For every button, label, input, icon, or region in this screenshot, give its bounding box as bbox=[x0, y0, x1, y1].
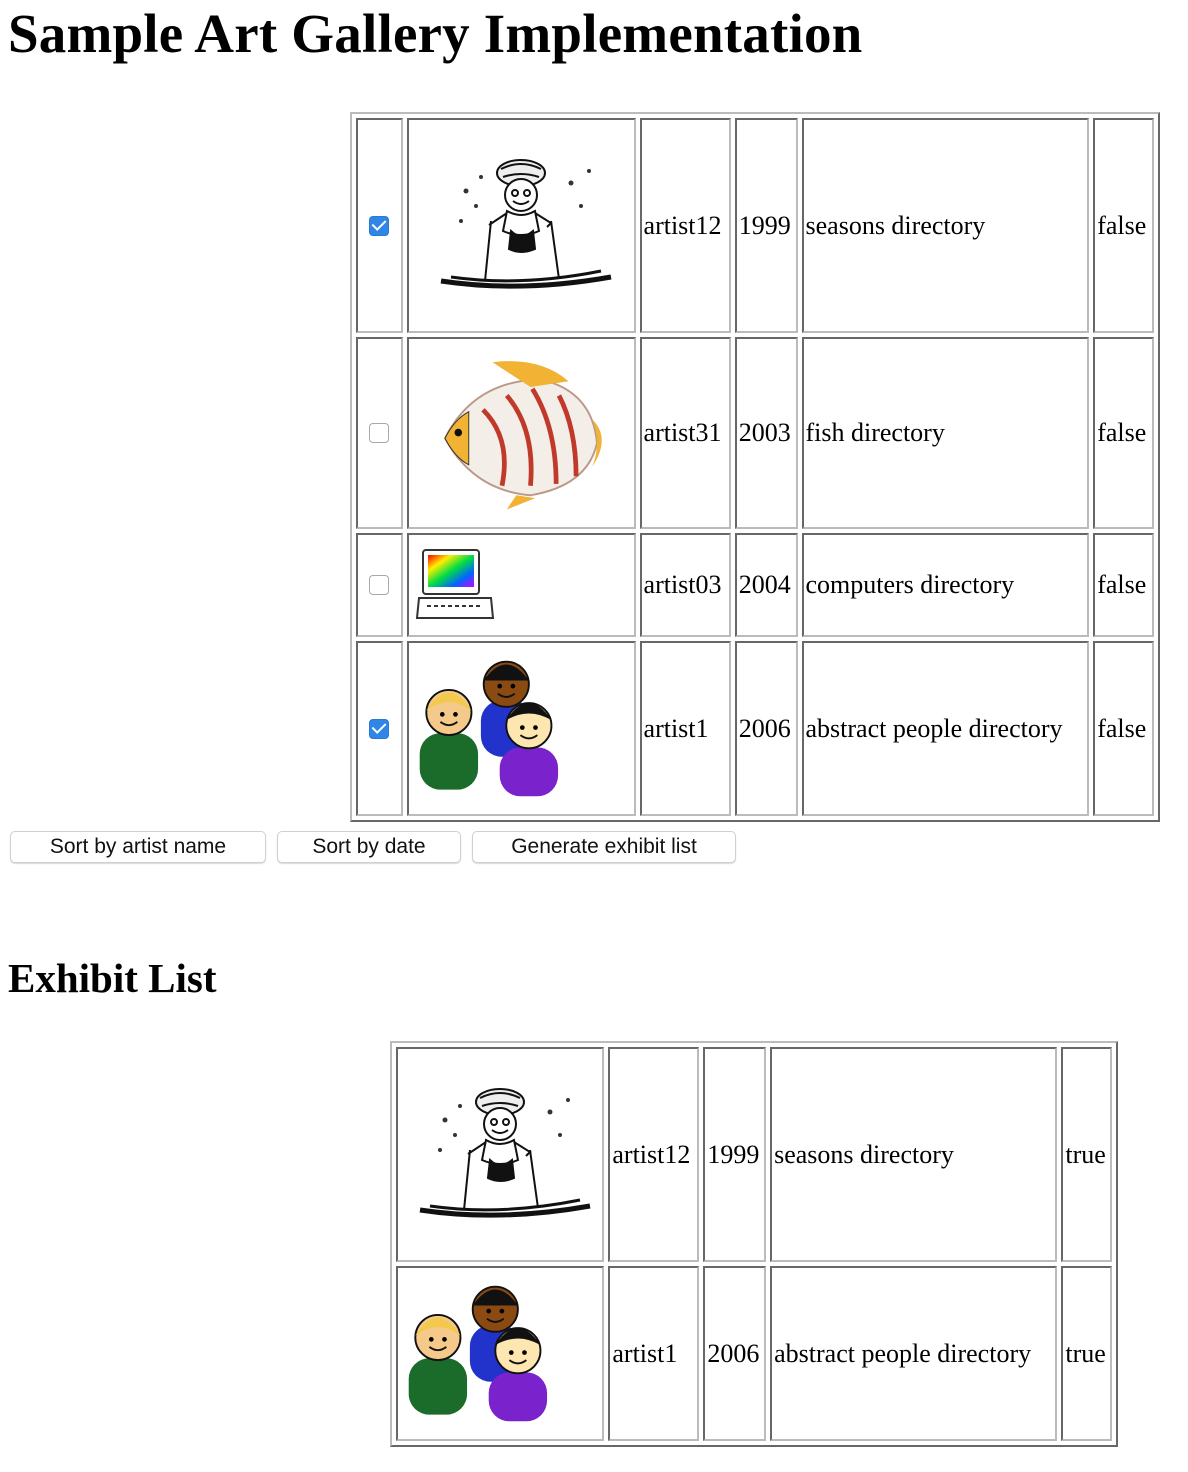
directory-cell: fish directory bbox=[801, 337, 1090, 529]
flag-cell: true bbox=[1061, 1047, 1112, 1262]
directory-cell: seasons directory bbox=[770, 1047, 1058, 1262]
flag-cell: false bbox=[1093, 337, 1154, 529]
artwork-cell bbox=[406, 118, 636, 333]
artwork-cell bbox=[406, 641, 636, 816]
sort-by-artist-button[interactable]: Sort by artist name bbox=[10, 831, 266, 863]
snowman-skier-image bbox=[400, 1080, 600, 1230]
table-row: artist31 2003 fish directory false bbox=[356, 337, 1154, 529]
table-row: artist12 1999 seasons directory true bbox=[396, 1047, 1112, 1262]
page-title: Sample Art Gallery Implementation bbox=[8, 3, 863, 64]
snowman-skier-image bbox=[421, 151, 621, 301]
artwork-cell bbox=[396, 1047, 605, 1262]
flag-cell: false bbox=[1093, 118, 1154, 333]
year-cell: 2004 bbox=[734, 533, 798, 637]
people-group-image bbox=[404, 1281, 564, 1426]
artist-cell: artist12 bbox=[639, 118, 731, 333]
row-checkbox[interactable] bbox=[369, 575, 390, 595]
directory-cell: abstract people directory bbox=[801, 641, 1090, 816]
artist-cell: artist31 bbox=[639, 337, 731, 529]
gallery-table: artist12 1999 seasons directory false ar… bbox=[350, 112, 1160, 822]
flag-cell: true bbox=[1061, 1266, 1112, 1441]
directory-cell: computers directory bbox=[801, 533, 1090, 637]
artwork-cell bbox=[396, 1266, 605, 1441]
generate-exhibit-list-button[interactable]: Generate exhibit list bbox=[472, 831, 736, 863]
year-cell: 1999 bbox=[734, 118, 798, 333]
flag-cell: false bbox=[1093, 533, 1154, 637]
table-row: artist12 1999 seasons directory false bbox=[356, 118, 1154, 333]
artwork-cell bbox=[406, 533, 636, 637]
artist-cell: artist03 bbox=[639, 533, 731, 637]
artwork-cell bbox=[406, 337, 636, 529]
artist-cell: artist1 bbox=[639, 641, 731, 816]
butterflyfish-image bbox=[426, 351, 616, 516]
select-cell[interactable] bbox=[356, 533, 403, 637]
year-cell: 1999 bbox=[703, 1047, 767, 1262]
exhibit-list-heading: Exhibit List bbox=[8, 955, 217, 1001]
directory-cell: abstract people directory bbox=[770, 1266, 1058, 1441]
directory-cell: seasons directory bbox=[801, 118, 1090, 333]
year-cell: 2003 bbox=[734, 337, 798, 529]
table-row: artist1 2006 abstract people directory f… bbox=[356, 641, 1154, 816]
row-checkbox[interactable] bbox=[369, 215, 390, 236]
people-group-image bbox=[415, 656, 575, 801]
year-cell: 2006 bbox=[734, 641, 798, 816]
exhibit-table: artist12 1999 seasons directory true art… bbox=[390, 1041, 1118, 1447]
row-checkbox[interactable] bbox=[369, 718, 390, 739]
year-cell: 2006 bbox=[703, 1266, 767, 1441]
sort-by-date-button[interactable]: Sort by date bbox=[277, 831, 461, 863]
artist-cell: artist12 bbox=[608, 1047, 700, 1262]
table-row: artist03 2004 computers directory false bbox=[356, 533, 1154, 637]
select-cell[interactable] bbox=[356, 641, 403, 816]
select-cell[interactable] bbox=[356, 337, 403, 529]
laptop-computer-image bbox=[415, 548, 495, 623]
flag-cell: false bbox=[1093, 641, 1154, 816]
select-cell[interactable] bbox=[356, 118, 403, 333]
artist-cell: artist1 bbox=[608, 1266, 700, 1441]
row-checkbox[interactable] bbox=[369, 423, 390, 443]
table-row: artist1 2006 abstract people directory t… bbox=[396, 1266, 1112, 1441]
